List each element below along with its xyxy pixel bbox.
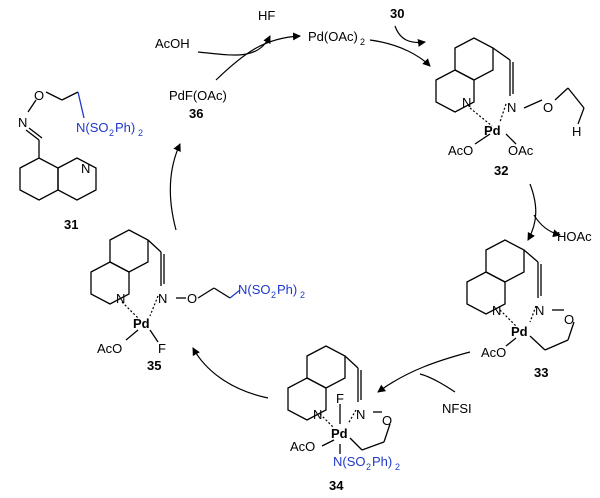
- c34-pd: Pd: [331, 426, 348, 441]
- pdf-oac-label: PdF(OAc): [169, 88, 227, 103]
- cycle-arrow-33-to-34: [377, 351, 471, 393]
- c32-n-oxime: N: [507, 100, 516, 115]
- compound-35-number: 35: [147, 358, 161, 373]
- c33-o: O: [564, 312, 574, 327]
- compound-31-structure: [19, 91, 97, 201]
- c32-h: H: [572, 124, 581, 139]
- c35-nsi-group: N(SO 2 Ph) 2: [238, 282, 305, 300]
- acoh-label: AcOH: [155, 36, 190, 51]
- compound-34-number: 34: [329, 478, 344, 493]
- c32-oac: OAc: [508, 143, 534, 158]
- cycle-arrow-35-to-36: [169, 143, 181, 231]
- compound-34-structure: [287, 345, 391, 454]
- compound-33-structure: [466, 239, 575, 351]
- svg-text:2: 2: [109, 128, 114, 138]
- svg-text:2: 2: [271, 290, 276, 300]
- compound-30-number: 30: [390, 6, 404, 21]
- svg-text:2: 2: [300, 290, 305, 300]
- c33-aco: AcO: [481, 345, 506, 360]
- compound-32-structure: [435, 37, 585, 145]
- c31-n-quinoline: N: [81, 161, 90, 176]
- pd-oac2-label: Pd(OAc) 2: [308, 29, 365, 47]
- svg-text:N(SO: N(SO: [238, 282, 271, 297]
- c34-n-oxime: N: [356, 407, 365, 422]
- svg-text:Ph): Ph): [277, 282, 297, 297]
- c33-pd: Pd: [511, 324, 528, 339]
- hoac-label: HOAc: [557, 229, 592, 244]
- c33-n-oxime: N: [535, 303, 544, 318]
- c32-aco: AcO: [448, 143, 473, 158]
- c34-nsi-group: N(SO 2 Ph) 2: [333, 454, 400, 472]
- svg-text:2: 2: [360, 37, 365, 47]
- svg-text:Pd(OAc): Pd(OAc): [308, 29, 358, 44]
- compound-35-structure: [90, 229, 241, 343]
- c34-n-quinoline: N: [313, 407, 322, 422]
- c31-nsi-group: N(SO 2 Ph) 2: [76, 120, 143, 138]
- compound-32-number: 32: [494, 163, 508, 178]
- svg-text:N(SO: N(SO: [76, 120, 109, 135]
- compound-33-number: 33: [534, 365, 548, 380]
- svg-text:Ph): Ph): [372, 454, 392, 469]
- hoac-out-arrow: [533, 214, 561, 238]
- c35-pd: Pd: [133, 316, 150, 331]
- svg-text:2: 2: [395, 462, 400, 472]
- c31-o: O: [34, 88, 44, 103]
- c35-n-oxime: N: [158, 291, 167, 306]
- c35-n-quinoline: N: [116, 291, 125, 306]
- compound-31-number: 31: [64, 217, 78, 232]
- nfsi-in-arrow: [419, 373, 456, 393]
- svg-text:2: 2: [366, 462, 371, 472]
- svg-text:Ph): Ph): [115, 120, 135, 135]
- c32-o: O: [543, 100, 553, 115]
- cycle-arrow-34-to-35: [192, 347, 269, 399]
- svg-text:2: 2: [138, 128, 143, 138]
- hf-label: HF: [258, 8, 275, 23]
- c35-o: O: [187, 291, 197, 306]
- compound-36-number: 36: [189, 106, 203, 121]
- c35-aco: AcO: [97, 341, 122, 356]
- c32-n-quinoline: N: [462, 95, 471, 110]
- c34-o: O: [382, 413, 392, 428]
- nfsi-label: NFSI: [442, 401, 472, 416]
- c35-f: F: [158, 341, 166, 356]
- cycle-arrow-pd-to-32: [369, 39, 431, 67]
- c32-pd: Pd: [484, 123, 501, 138]
- cycle-arrow-36-to-pd: [215, 32, 301, 81]
- arrow-30-in: [394, 25, 426, 47]
- svg-text:N(SO: N(SO: [333, 454, 366, 469]
- c33-n-quinoline: N: [492, 303, 501, 318]
- c34-aco: AcO: [290, 439, 315, 454]
- acoh-to-hf-arrow: [197, 35, 271, 56]
- c34-f: F: [336, 391, 344, 406]
- c31-n-oxime: N: [18, 115, 27, 130]
- cycle-arrow-32-to-33: [527, 183, 537, 241]
